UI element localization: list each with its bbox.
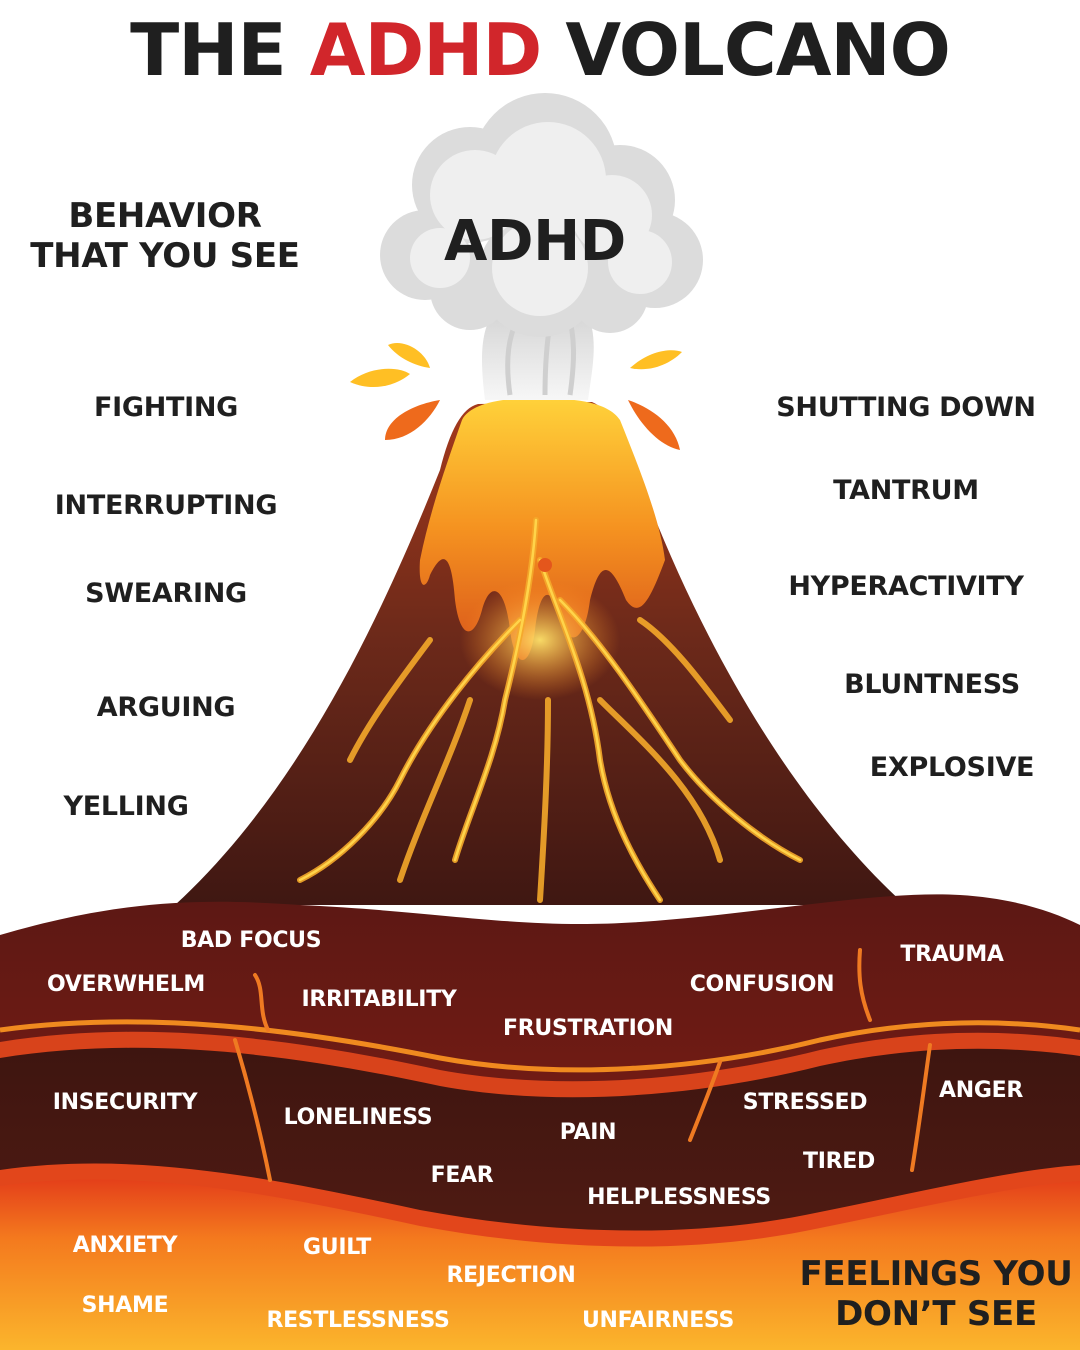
behavior-left: INTERRUPTING bbox=[54, 490, 278, 521]
feeling-layer-3: GUILT bbox=[303, 1235, 371, 1260]
visible-heading: BEHAVIOR THAT YOU SEE bbox=[30, 196, 300, 277]
feeling-layer-2: ANGER bbox=[939, 1078, 1023, 1103]
visible-heading-line-2: THAT YOU SEE bbox=[30, 236, 300, 277]
feeling-layer-2: HELPLESSNESS bbox=[587, 1185, 771, 1210]
feeling-layer-2: INSECURITY bbox=[52, 1090, 198, 1115]
behavior-right: TANTRUM bbox=[833, 475, 979, 506]
behavior-left: SWEARING bbox=[85, 578, 247, 609]
feeling-layer-3: ANXIETY bbox=[72, 1233, 178, 1258]
behavior-right: HYPERACTIVITY bbox=[788, 571, 1024, 602]
feeling-layer-1: FRUSTRATION bbox=[503, 1016, 673, 1041]
feeling-layer-2: STRESSED bbox=[742, 1090, 868, 1115]
feeling-layer-3: RESTLESSNESS bbox=[266, 1308, 450, 1333]
feeling-layer-3: UNFAIRNESS bbox=[581, 1308, 735, 1333]
behavior-left: YELLING bbox=[63, 791, 189, 822]
behavior-right: SHUTTING DOWN bbox=[776, 392, 1036, 423]
feeling-layer-3: REJECTION bbox=[446, 1263, 576, 1288]
behavior-right: BLUNTNESS bbox=[844, 669, 1020, 700]
title-accent: ADHD bbox=[309, 8, 543, 92]
feeling-layer-1: IRRITABILITY bbox=[301, 987, 457, 1012]
lava-splashes bbox=[350, 342, 682, 450]
feeling-layer-2: TIRED bbox=[803, 1149, 875, 1174]
feeling-layer-1: OVERWHELM bbox=[46, 972, 206, 997]
feeling-layer-1: BAD FOCUS bbox=[180, 928, 322, 953]
feeling-layer-1: TRAUMA bbox=[900, 942, 1004, 967]
feeling-layer-3: SHAME bbox=[81, 1293, 169, 1318]
feeling-layer-1: CONFUSION bbox=[689, 972, 835, 997]
cloud-label: ADHD bbox=[444, 209, 626, 274]
title-part-3: VOLCANO bbox=[541, 8, 951, 92]
feeling-layer-2: LONELINESS bbox=[283, 1105, 433, 1130]
hidden-heading-line-2: DON’T SEE bbox=[835, 1294, 1037, 1335]
eruption-cloud bbox=[380, 93, 703, 400]
page-title: THE ADHD VOLCANO bbox=[130, 14, 951, 86]
hidden-heading: FEELINGS YOU DON’T SEE bbox=[800, 1254, 1073, 1334]
behavior-right: EXPLOSIVE bbox=[869, 752, 1035, 783]
hidden-heading-line-1: FEELINGS YOU bbox=[799, 1254, 1073, 1294]
feeling-layer-2: PAIN bbox=[559, 1120, 617, 1145]
title-part-1: THE bbox=[130, 8, 310, 92]
behavior-left: FIGHTING bbox=[93, 392, 239, 423]
behavior-left: ARGUING bbox=[96, 692, 236, 723]
volcano-mountain bbox=[175, 398, 905, 905]
feeling-layer-2: FEAR bbox=[430, 1163, 494, 1188]
underground-layers bbox=[0, 894, 1080, 1350]
visible-heading-line-1: BEHAVIOR bbox=[68, 196, 262, 236]
